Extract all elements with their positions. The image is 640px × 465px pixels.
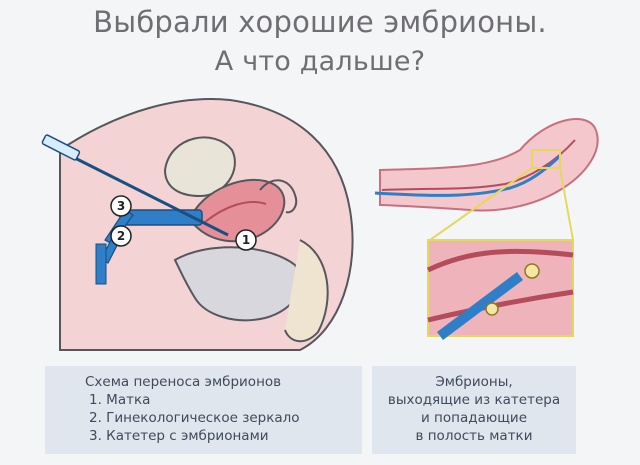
fallopian-tube <box>259 179 298 214</box>
embryo-2 <box>485 302 499 316</box>
left-caption-item-1: 1. Матка <box>89 392 151 408</box>
title-line-2: А что дальше? <box>214 46 426 77</box>
left-caption: Схема переноса эмбрионов 1. Матка 2. Гин… <box>45 366 362 454</box>
right-caption-line-3: и попадающие <box>420 410 528 426</box>
sacrum <box>284 239 329 343</box>
left-caption-item-3: 3. Катетер с эмбрионами <box>89 428 269 444</box>
right-caption-line-4: в полость матки <box>415 428 533 444</box>
marker-3-label: 3 <box>117 199 125 213</box>
right-caption: Эмбрионы, выходящие из катетера и попада… <box>372 366 576 454</box>
marker-2-label: 2 <box>117 229 125 243</box>
uterus-outline <box>379 118 599 212</box>
left-caption-item-2: 2. Гинекологическое зеркало <box>89 410 300 426</box>
marker-1: 1 <box>235 229 257 251</box>
right-caption-line-1: Эмбрионы, <box>435 374 513 390</box>
marker-3: 3 <box>110 195 132 217</box>
diagram-title: Выбрали хорошие эмбрионы. А что дальше? <box>0 2 640 82</box>
marker-1-label: 1 <box>242 233 250 247</box>
uterus-catheter-illustration <box>374 118 599 340</box>
right-caption-line-2: выходящие из катетера <box>387 392 561 408</box>
embryo-1 <box>524 263 540 279</box>
magnify-source-box <box>531 149 561 169</box>
title-line-1: Выбрали хорошие эмбрионы. <box>93 5 547 39</box>
marker-2: 2 <box>110 225 132 247</box>
uterus <box>188 179 286 243</box>
magnified-view <box>426 239 574 340</box>
catheter-with-syringe <box>41 134 229 237</box>
bladder <box>163 136 236 198</box>
left-caption-heading: Схема переноса эмбрионов <box>85 374 282 390</box>
sagittal-section-illustration: 1 2 3 <box>41 98 354 351</box>
